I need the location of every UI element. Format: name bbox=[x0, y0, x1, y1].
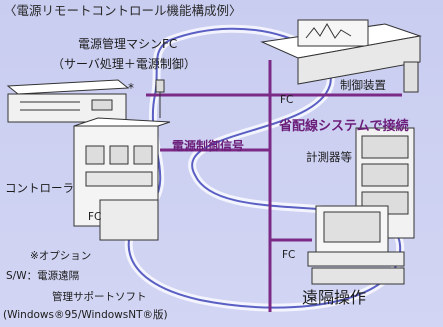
diagram-title: 〈電源リモートコントロール機能構成例〉 bbox=[4, 3, 242, 18]
controller-label: コントローラ bbox=[5, 181, 74, 195]
option-note: ※オプション bbox=[30, 250, 92, 262]
measurement-label: 計測器等 bbox=[306, 150, 352, 164]
fc-bottom-label: FC bbox=[282, 249, 296, 261]
remote-pc bbox=[307, 205, 405, 285]
server-name-label: 電源管理マシンFC bbox=[78, 37, 178, 51]
wiring-system-label: 省配線システムで接続 bbox=[279, 119, 409, 134]
controller-machine bbox=[73, 79, 171, 241]
power-control-signal-label: 電源制御信号 bbox=[172, 139, 245, 153]
measurement-rack bbox=[355, 127, 415, 239]
windows-note: (Windows®95/WindowsNT®版) bbox=[3, 309, 168, 321]
remote-operation-label: 遠隔操作 bbox=[302, 288, 367, 307]
server-machine bbox=[6, 79, 130, 123]
software-sub-note: 管理サポートソフト bbox=[52, 291, 147, 303]
control-device-label: 制御装置 bbox=[340, 78, 386, 92]
software-note: S/W：電源遠隔 bbox=[6, 270, 80, 282]
control-device bbox=[260, 19, 422, 93]
fc-top-label: FC bbox=[280, 94, 294, 106]
option-mark: * bbox=[128, 81, 134, 95]
server-subtitle-label: （サーバ処理＋電源制御） bbox=[52, 57, 196, 71]
fc-controller-label: FC bbox=[88, 211, 102, 223]
